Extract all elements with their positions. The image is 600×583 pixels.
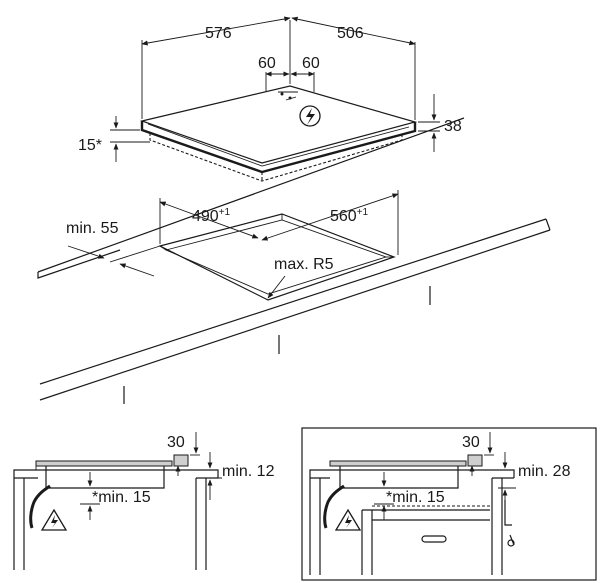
hob-edge <box>140 121 417 174</box>
label-30-right: 30 <box>462 434 480 451</box>
label-560: 560+1 <box>330 207 369 225</box>
label-max-r5: max. R5 <box>274 256 334 273</box>
dim-min-55: min. 55 <box>66 220 161 277</box>
section-left: 30 min. 12 *min. 15 <box>13 432 275 570</box>
label-60-left: 60 <box>258 55 276 72</box>
dim-38: 38 <box>418 94 462 152</box>
hob-frame <box>147 123 410 167</box>
oven-handle <box>421 535 447 543</box>
label-min-28: min. 28 <box>518 463 571 480</box>
power-cable-left <box>29 484 51 529</box>
dim-max-r5: max. R5 <box>267 256 334 299</box>
dim-490: 490+1 <box>159 198 259 244</box>
electric-warning-icon <box>40 508 68 531</box>
label-490: 490+1 <box>192 207 231 225</box>
hob-control-right <box>467 454 483 467</box>
hob-housing-outline <box>149 133 403 182</box>
hob-top-surface <box>139 85 418 164</box>
dim-560: 560+1 <box>261 190 399 255</box>
label-15: 15* <box>78 137 102 154</box>
hob-control-left <box>173 454 189 467</box>
hob-isometric <box>139 85 418 182</box>
dim-506: 506 <box>291 16 416 120</box>
label-506: 506 <box>337 25 364 42</box>
label-576: 576 <box>205 25 232 42</box>
section-right-frame <box>301 427 597 581</box>
hob-glass-left <box>35 460 173 467</box>
section-right: 30 min. 28 *min. 15 <box>301 427 597 581</box>
label-min-15-right: *min. 15 <box>386 489 445 506</box>
power-cable-right <box>323 484 345 529</box>
worktop <box>37 117 551 404</box>
label-38: 38 <box>444 118 462 135</box>
label-30-left: 30 <box>167 434 185 451</box>
electric-warning-icon <box>299 105 321 127</box>
electric-warning-icon <box>334 508 362 531</box>
label-min-12: min. 12 <box>222 463 275 480</box>
label-min-55: min. 55 <box>66 220 119 237</box>
label-60-right: 60 <box>302 55 320 72</box>
hob-glass-right <box>329 460 467 467</box>
dim-576: 576 <box>141 16 291 119</box>
dim-15: 15* <box>78 116 150 162</box>
dim-60-60: 60 60 <box>258 55 320 92</box>
label-min-15-left: *min. 15 <box>92 489 151 506</box>
